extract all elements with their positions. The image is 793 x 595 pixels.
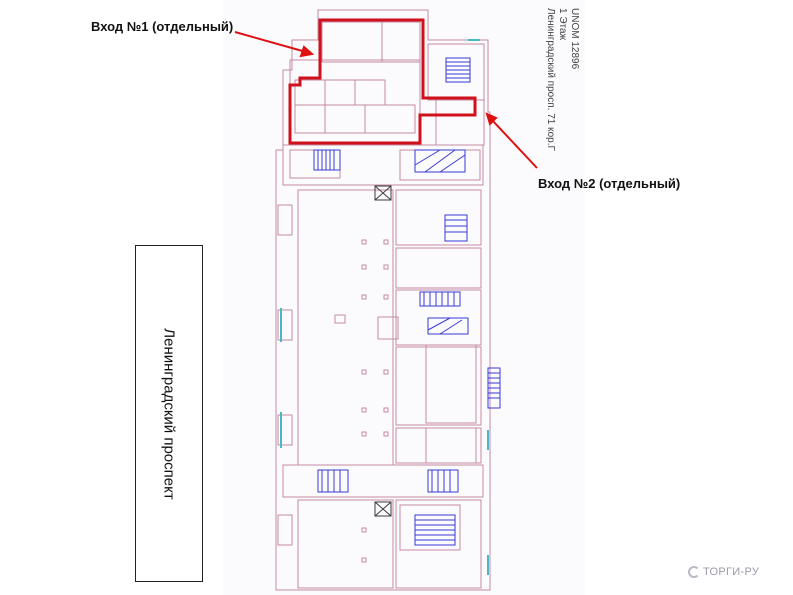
plan-header-line2: 1 Этаж [557,8,568,41]
watermark-text: ТОРГИ-РУ [703,566,760,578]
watermark-logo: ТОРГИ-РУ [688,566,759,578]
plan-header: UNOM 12896 1 Этаж Ленинградский просп. 7… [538,8,598,151]
entrance2-label: Вход №2 (отдельный) [538,176,681,191]
entrance2-arrow [491,119,538,169]
plan-header-line1: UNOM 12896 [569,8,580,70]
building-outline [275,9,491,591]
torgi-logo-icon [688,566,700,578]
entrance1-arrow [234,31,307,53]
highlighted-premises-outline [288,18,477,145]
entrance1-label: Вход №1 (отдельный) [91,19,234,34]
street-label-box: Ленинградский проспект [135,245,203,582]
plan-header-line3: Ленинградский просп. 71 кор.Г [545,8,556,151]
street-label: Ленинградский проспект [160,327,178,500]
